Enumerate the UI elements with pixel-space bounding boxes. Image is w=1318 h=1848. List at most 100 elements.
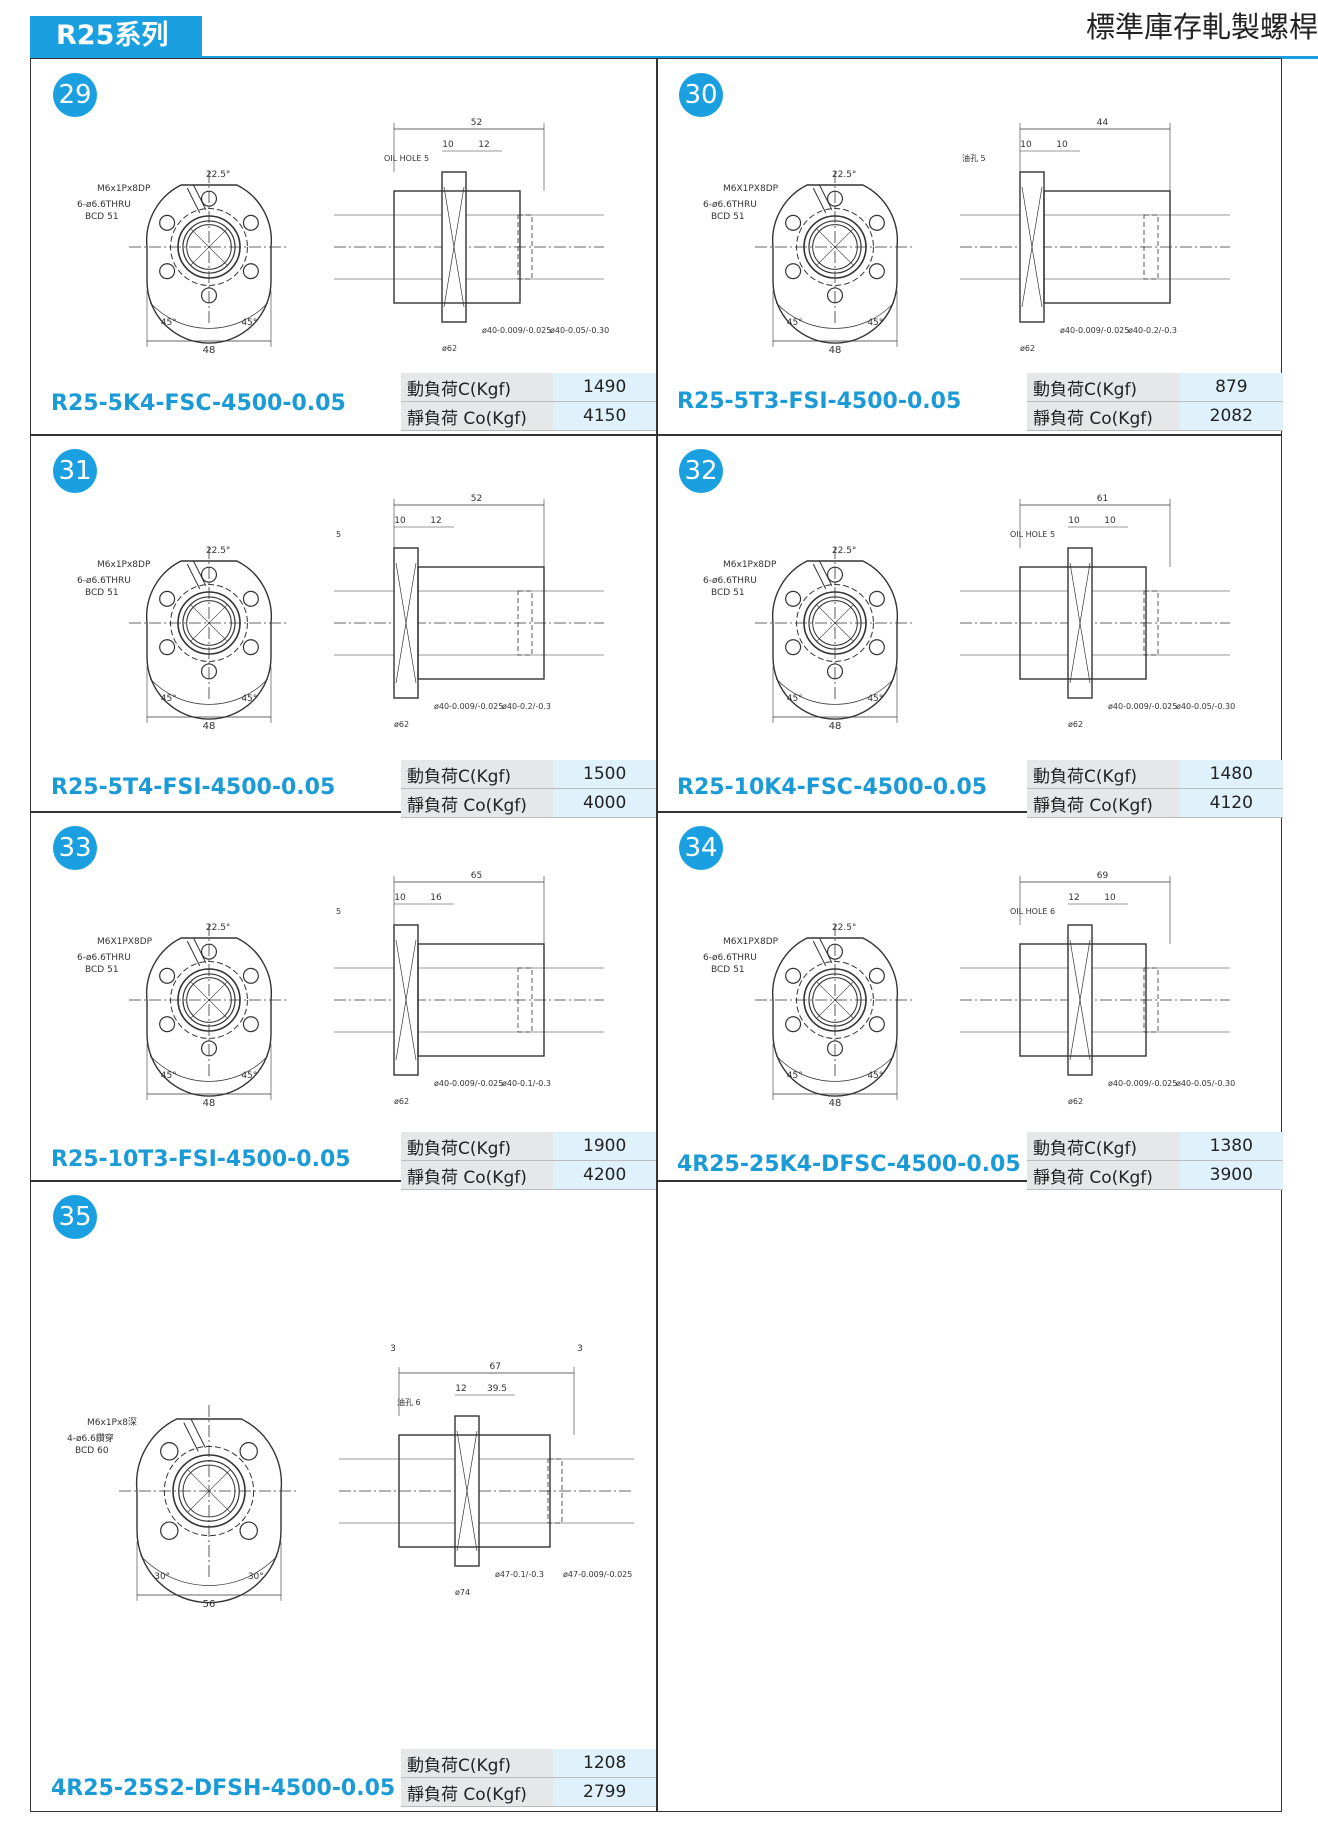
dynamic-load-value: 1208: [553, 1749, 656, 1778]
bcd-callout: BCD 51: [711, 212, 745, 222]
item-number-badge: 34: [679, 826, 723, 870]
bolt-hole: [160, 1442, 179, 1461]
length-dimension: 52: [471, 494, 482, 504]
static-load-value: 2799: [553, 1777, 656, 1807]
dimension-label: 10: [1056, 140, 1068, 150]
length-dimension: 67: [490, 1362, 501, 1372]
side-dimension: 3: [390, 1344, 396, 1354]
oil-hole-callout: 油孔 6: [397, 1397, 421, 1407]
bolt-hole: [785, 639, 802, 656]
dynamic-load-label: 動負荷C(Kgf): [401, 1132, 554, 1161]
flange-dimension: ø62: [442, 344, 457, 353]
angle-label: 45°: [161, 318, 177, 328]
flange-dimension: ø62: [1020, 344, 1035, 353]
od2-dimension: ø40-0.1/-0.3: [502, 1079, 551, 1088]
angle-label: 45°: [241, 694, 257, 704]
tap-angle-label: 22.5°: [832, 546, 857, 556]
dimension-label: 10: [394, 516, 406, 526]
item-number-badge: 31: [53, 449, 97, 493]
dynamic-load-label: 動負荷C(Kgf): [401, 760, 554, 789]
od2-dimension: ø40-0.2/-0.3: [1128, 326, 1177, 335]
tap-callout: M6x1Px8DP: [97, 560, 151, 570]
length-dimension: 44: [1097, 118, 1109, 128]
side-dimension: 3: [577, 1344, 583, 1354]
dimension-label: 39.5: [487, 1384, 507, 1394]
od2-dimension: ø40-0.05/-0.30: [1176, 1079, 1235, 1088]
bcd-callout: BCD 60: [75, 1446, 109, 1456]
pcd-dimension: 48: [829, 721, 842, 732]
angle-label: 45°: [161, 694, 177, 704]
pcd-dimension: 48: [203, 345, 216, 356]
pcd-dimension: 48: [203, 1098, 216, 1109]
dimension-label: 10: [1068, 516, 1080, 526]
holes-callout: 6-ø6.6THRU: [77, 953, 131, 963]
bolt-hole: [242, 967, 259, 984]
item-number-badge: 29: [53, 73, 97, 117]
dimension-label: 12: [455, 1384, 466, 1394]
item-number-badge: 35: [53, 1195, 97, 1239]
page-title: 標準庫存軋製螺桿: [1085, 10, 1318, 44]
oil-hole-callout: OIL HOLE 5: [1010, 530, 1055, 539]
od2-dimension: ø40-0.05/-0.30: [550, 326, 609, 335]
bolt-hole: [868, 263, 885, 280]
angle-label: 45°: [787, 1071, 803, 1081]
flange-dimension: ø62: [1068, 720, 1083, 729]
tap-angle-label: 22.5°: [206, 546, 231, 556]
length-dimension: 69: [1097, 871, 1109, 881]
oil-hole-callout: 油孔 5: [962, 153, 986, 163]
model-number: 4R25-25S2-DFSH-4500-0.05: [51, 1776, 396, 1801]
series-label: R25系列: [30, 16, 202, 56]
bolt-hole: [242, 639, 259, 656]
bolt-hole: [159, 639, 176, 656]
bolt-hole: [242, 1016, 259, 1033]
pcd-dimension: 56: [203, 1599, 216, 1610]
static-load-value: 3900: [1179, 1160, 1283, 1190]
holes-callout: 4-ø6.6鑽穿: [67, 1432, 114, 1444]
oil-hole-callout: OIL HOLE 5: [384, 154, 429, 163]
od1-dimension: ø40-0.009/-0.025: [1108, 702, 1177, 711]
bolt-hole: [159, 263, 176, 280]
bolt-hole: [868, 639, 885, 656]
od2-dimension: ø40-0.05/-0.30: [1176, 702, 1235, 711]
dynamic-load-value: 1490: [553, 373, 656, 402]
bolt-hole: [868, 1016, 885, 1033]
model-number: R25-10T3-FSI-4500-0.05: [51, 1147, 351, 1172]
length-dimension: 65: [471, 871, 482, 881]
tap-angle-label: 22.5°: [206, 170, 231, 180]
bolt-hole: [785, 967, 802, 984]
static-load-label: 靜負荷 Co(Kgf): [401, 1777, 554, 1807]
dynamic-load-label: 動負荷C(Kgf): [1027, 1132, 1180, 1161]
holes-callout: 6-ø6.6THRU: [703, 576, 757, 586]
static-load-label: 靜負荷 Co(Kgf): [401, 401, 554, 431]
tap-angle-label: 22.5°: [206, 923, 231, 933]
od1-dimension: ø40-0.009/-0.025: [1108, 1079, 1177, 1088]
row-divider: [31, 811, 1281, 813]
bcd-callout: BCD 51: [711, 588, 745, 598]
tap-callout: M6X1PX8DP: [723, 937, 779, 947]
bolt-hole: [785, 214, 802, 231]
od2-dimension: ø40-0.2/-0.3: [502, 702, 551, 711]
bolt-hole: [239, 1442, 258, 1461]
od1-dimension: ø47-0.1/-0.3: [495, 1570, 544, 1579]
model-number: R25-5T4-FSI-4500-0.05: [51, 775, 336, 800]
static-load-value: 2082: [1179, 401, 1283, 431]
holes-callout: 6-ø6.6THRU: [703, 200, 757, 210]
bolt-hole: [785, 590, 802, 607]
od1-dimension: ø40-0.009/-0.025: [1060, 326, 1129, 335]
bolt-hole: [159, 214, 176, 231]
